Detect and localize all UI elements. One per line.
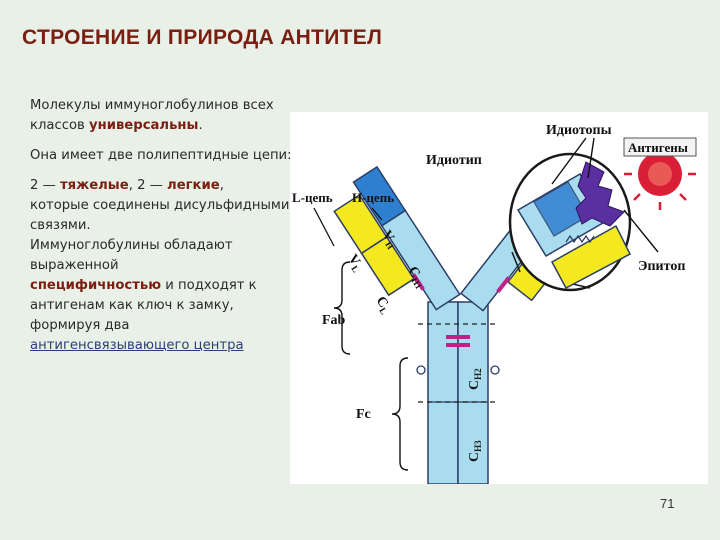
body-text: Молекулы иммуноглобулинов всех классов у… <box>30 96 292 356</box>
highlight-specificity: специфичностью <box>30 278 162 293</box>
antibody-diagram: CH2 CH3 VH CH1 VL CL <box>290 112 708 484</box>
text-span: , <box>219 178 224 193</box>
interchain-disulfide <box>496 276 511 293</box>
light-chain-vl <box>333 193 388 255</box>
page-number: 71 <box>660 496 675 511</box>
arrow-idiotope <box>587 137 595 179</box>
antigen-cell-core <box>648 162 672 186</box>
domain-vl-label: VL <box>344 252 366 274</box>
highlight-universal: универсальны <box>89 118 199 133</box>
paragraph-universal: Молекулы иммуноглобулинов всех классов у… <box>30 96 292 136</box>
label-fc: Fc <box>356 407 371 422</box>
fab-bracket <box>333 261 351 355</box>
domain-vh-label: VH <box>378 228 401 251</box>
paragraph-binding-site[interactable]: антигенсвязывающего центра <box>30 336 292 356</box>
paragraph-specificity-intro: Иммуноглобулины обладают выраженной <box>30 238 233 273</box>
highlight-heavy: тяжелые <box>59 178 129 193</box>
text-span: , 2 — <box>128 178 168 193</box>
pointer-l-chain <box>313 207 335 247</box>
paragraph-disulfide: которые соединены дисульфидными связями. <box>30 198 290 233</box>
paragraph-specificity: специфичностью и подходят к антигенам ка… <box>30 276 292 336</box>
arrow-idiotope <box>551 137 587 185</box>
domain-ch2-label: CH2 <box>467 368 483 390</box>
left-fab-arm <box>333 165 461 311</box>
pointer-h-chain <box>371 207 383 221</box>
magnified-light-chain <box>550 224 631 290</box>
carbohydrate-circle <box>490 365 500 375</box>
highlight-light: легкие <box>167 178 220 193</box>
magnifier-line <box>511 251 521 273</box>
label-idiotopes: Идиотопы <box>546 123 612 138</box>
fc-bracket <box>391 357 409 471</box>
text-span: 2 — <box>30 178 60 193</box>
domain-ch3-label: CH3 <box>467 440 483 462</box>
label-fab: Fab <box>322 313 346 328</box>
arrow-epitope <box>623 209 659 253</box>
heavy-chain-stem-right <box>457 301 489 484</box>
heavy-chain-vh <box>352 165 407 227</box>
heavy-chain-stem-left <box>427 301 459 484</box>
antigen-cell <box>624 138 696 210</box>
paragraph-chains: Она имеет две полипептидные цепи: <box>30 148 292 163</box>
text-span: . <box>198 118 203 133</box>
label-idiotype: Идиотип <box>426 153 482 168</box>
binding-comb <box>565 234 595 244</box>
hinge-disulfide-bond <box>446 343 470 347</box>
text-span: Молекулы иммуноглобулинов всех классов <box>30 98 274 133</box>
label-h-chain: H-цепь <box>352 190 394 205</box>
paragraph-heavy-light: 2 — тяжелые, 2 — легкие, <box>30 176 292 196</box>
carbohydrate-circle <box>416 365 426 375</box>
binding-site-link[interactable]: антигенсвязывающего центра <box>30 338 244 353</box>
label-antigens-box <box>623 137 697 157</box>
magnified-binding-site <box>508 137 659 292</box>
label-epitope: Эпитоп <box>638 259 685 274</box>
slide-title: СТРОЕНИЕ И ПРИРОДА АНТИТЕЛ <box>22 26 383 49</box>
text-span: и подходят к антигенам как ключ к замку,… <box>30 278 257 333</box>
label-antigens: Антигены <box>628 140 688 155</box>
hinge-disulfide-bond <box>446 335 470 339</box>
label-l-chain: L-цепь <box>292 190 333 205</box>
interchain-disulfide <box>411 273 425 291</box>
domain-cl-label: CL <box>372 294 394 316</box>
